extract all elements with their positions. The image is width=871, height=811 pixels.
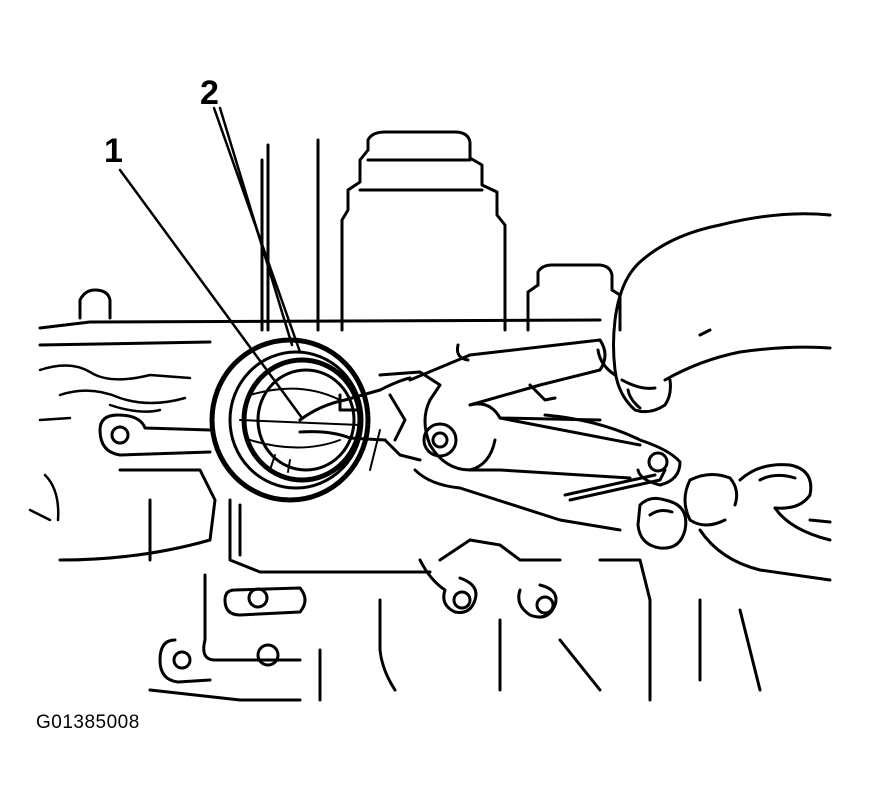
callout-label-1: 1 — [104, 132, 123, 170]
bolt-boss-left — [98, 413, 212, 457]
leader-line-1 — [118, 168, 304, 420]
oil-seal — [209, 337, 381, 503]
seal-puller-tool — [298, 338, 682, 532]
block-top-edge — [38, 288, 602, 347]
casting-texture — [28, 364, 192, 522]
lower-hand — [636, 463, 832, 582]
callout-label-2: 2 — [200, 74, 219, 112]
vertical-rod-left — [260, 143, 270, 332]
small-cylinder — [526, 263, 622, 332]
leader-line-2b — [218, 106, 294, 347]
housing-left — [58, 468, 217, 562]
background-cylinder — [340, 130, 507, 332]
lower-block — [148, 498, 762, 702]
figure-code: G01385008 — [36, 712, 140, 733]
upper-hand — [596, 212, 832, 414]
